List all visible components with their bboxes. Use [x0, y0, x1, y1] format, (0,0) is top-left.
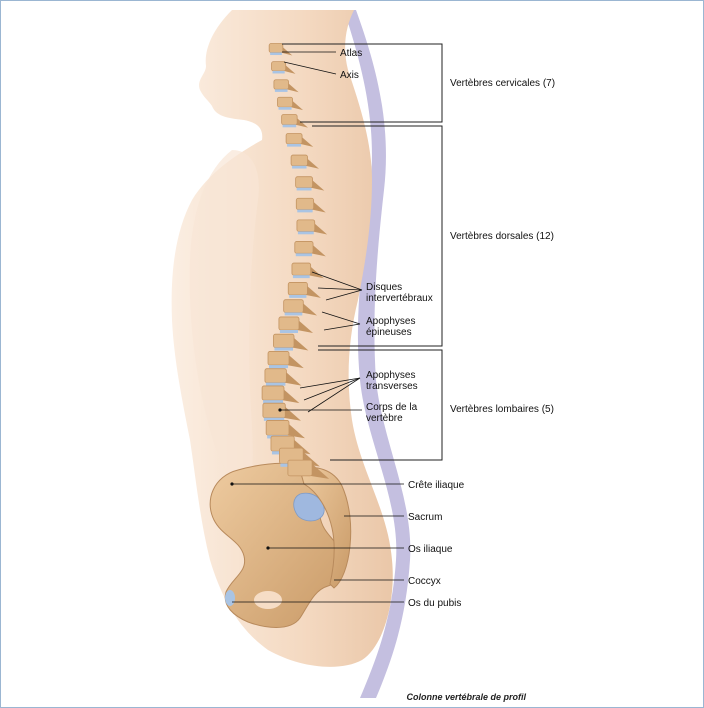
label-discs-line2: intervertébraux [366, 293, 433, 304]
vertebra [286, 133, 302, 143]
vertebra [282, 115, 298, 125]
vertebra [288, 460, 312, 476]
vertebra [266, 420, 289, 435]
label-iliac-crest: Crête iliaque [408, 480, 465, 491]
label-coccyx: Coccyx [408, 576, 441, 587]
label-atlas: Atlas [340, 48, 362, 59]
vertebra [272, 62, 286, 71]
vertebra [265, 369, 286, 383]
label-iliac-bone: Os iliaque [408, 544, 453, 555]
label-sacrum: Sacrum [408, 512, 442, 523]
obturator-foramen [254, 591, 282, 609]
intervertebral-disc [269, 365, 288, 368]
intervertebral-disc [297, 188, 312, 191]
vertebra [284, 300, 304, 313]
vertebra [295, 241, 313, 253]
intervertebral-disc [285, 312, 303, 315]
intervertebral-disc [274, 348, 293, 351]
intervertebral-disc [292, 166, 306, 169]
dot-iliac-bone [266, 546, 269, 549]
label-cervical-group: Vertèbres cervicales (7) [450, 78, 555, 89]
intervertebral-disc [296, 253, 312, 256]
pubis-joint [225, 590, 235, 606]
vertebra [268, 351, 289, 365]
label-pubis: Os du pubis [408, 598, 461, 609]
label-transverse-line2: transverses [366, 381, 418, 392]
vertebra [288, 282, 307, 294]
vertebra [274, 80, 289, 90]
figure-caption: Colonne vertébrale de profil [406, 692, 526, 702]
intervertebral-disc [270, 52, 282, 55]
vertebra [291, 155, 307, 166]
dot-body [278, 408, 281, 411]
intervertebral-disc [287, 144, 301, 147]
label-spinous-line2: épineuses [366, 327, 412, 338]
vertebra [296, 177, 313, 188]
vertebra [292, 263, 311, 275]
intervertebral-disc [273, 71, 285, 74]
intervertebral-disc [266, 383, 285, 386]
label-body-line1: Corps de la [366, 402, 418, 413]
label-spinous-line1: Apophyses [366, 316, 415, 327]
vertebra [297, 220, 315, 232]
vertebra [278, 97, 293, 107]
intervertebral-disc [298, 231, 314, 234]
vertebra [263, 403, 285, 418]
label-dorsal-group: Vertèbres dorsales (12) [450, 231, 554, 242]
dot-iliac-crest [230, 482, 233, 485]
vertebra [262, 386, 284, 400]
label-axis: Axis [340, 70, 359, 81]
intervertebral-disc [283, 125, 297, 128]
label-body-line2: vertèbre [366, 413, 403, 424]
intervertebral-disc [297, 210, 312, 213]
intervertebral-disc [289, 295, 306, 298]
intervertebral-disc [275, 89, 288, 92]
label-lumbar-group: Vertèbres lombaires (5) [450, 404, 554, 415]
intervertebral-disc [280, 330, 298, 333]
intervertebral-disc [279, 107, 292, 110]
intervertebral-disc [293, 275, 310, 278]
vertebra [279, 317, 299, 330]
vertebra [296, 198, 313, 209]
vertebra [273, 334, 294, 347]
label-discs-line1: Disques [366, 282, 402, 293]
label-transverse-line1: Apophyses [366, 370, 415, 381]
vertebra [269, 44, 283, 53]
